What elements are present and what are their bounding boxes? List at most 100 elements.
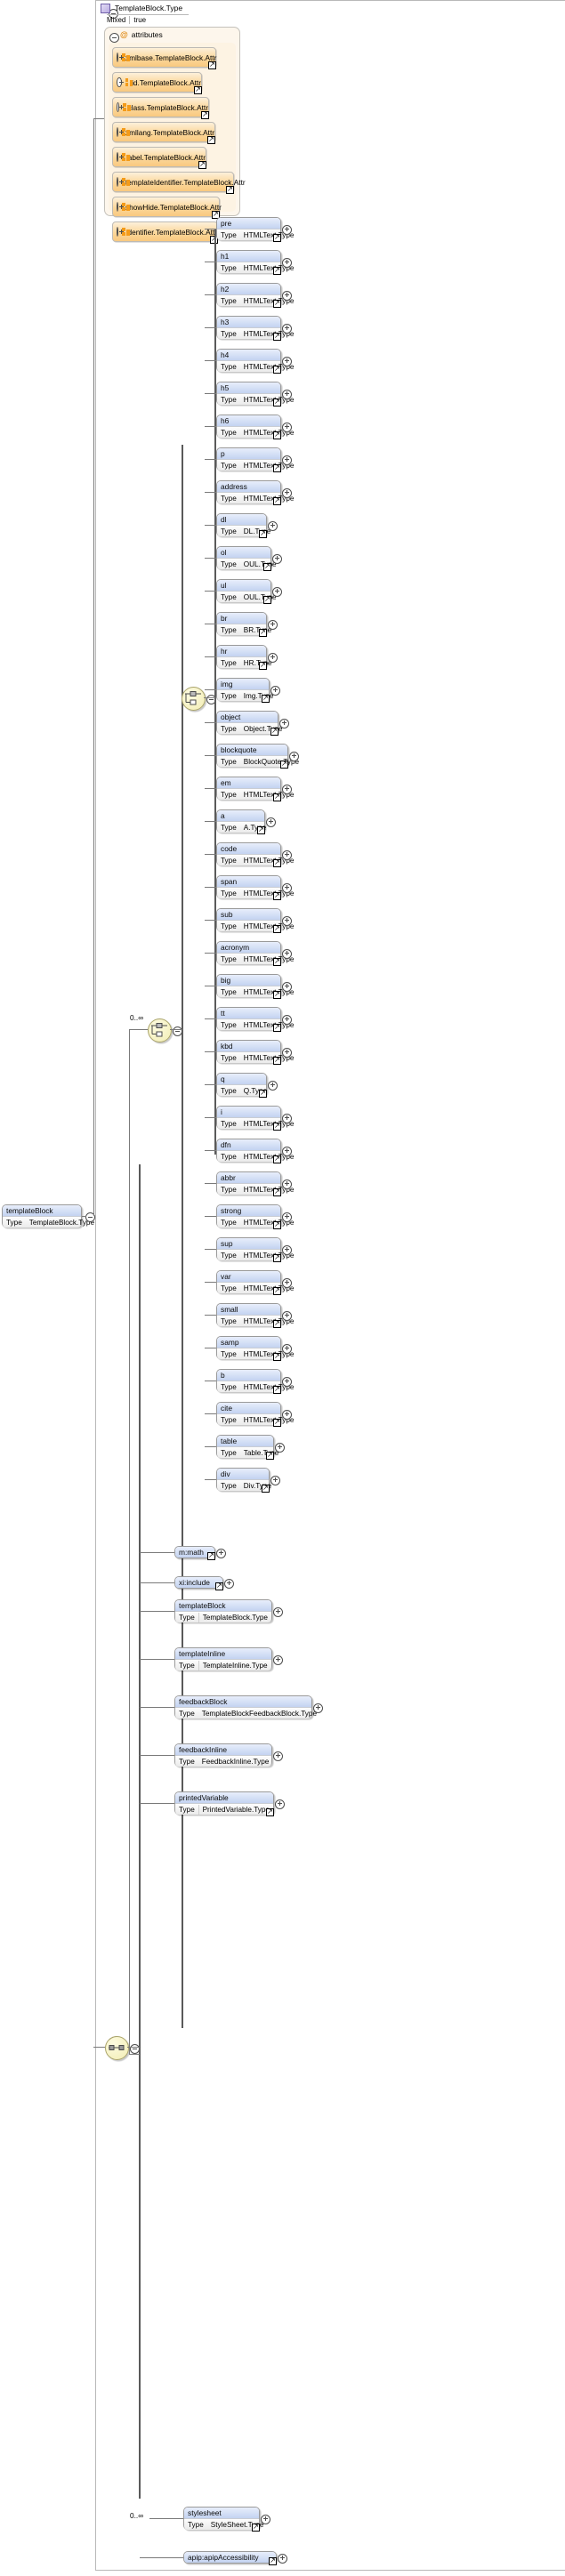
external-link-icon[interactable] [273, 1418, 281, 1427]
external-link-icon[interactable] [273, 891, 281, 900]
sequence-compositor-node[interactable] [105, 2036, 140, 2060]
external-link-icon[interactable] [273, 266, 281, 275]
expand-icon[interactable] [282, 948, 292, 959]
external-link-icon[interactable] [273, 924, 281, 933]
external-link-icon[interactable] [194, 85, 202, 94]
expand-icon[interactable] [282, 389, 292, 399]
external-link-icon[interactable] [207, 135, 215, 144]
expand-icon[interactable] [117, 77, 123, 87]
external-link-icon[interactable] [273, 365, 281, 374]
external-link-icon[interactable] [273, 299, 281, 308]
external-link-icon[interactable] [212, 210, 220, 219]
external-link-icon[interactable] [273, 793, 281, 801]
external-link-icon[interactable] [273, 1187, 281, 1196]
expand-icon[interactable] [282, 224, 292, 235]
expand-icon[interactable] [117, 52, 124, 62]
expand-icon[interactable] [224, 1578, 234, 1589]
expand-icon[interactable] [282, 784, 292, 794]
expand-icon[interactable] [313, 1703, 323, 1713]
external-link-icon[interactable] [201, 110, 209, 119]
external-link-icon[interactable] [273, 1155, 281, 1163]
attribute-row[interactable]: identifier.TemplateBlock.Attr [112, 221, 218, 244]
element-box-templateBlock-root[interactable]: templateBlock Type TemplateBlock.Type [2, 1204, 94, 1228]
attribute-row[interactable]: showHide.TemplateBlock.Attr [112, 197, 222, 219]
external-link-icon[interactable] [273, 1352, 281, 1361]
expand-icon[interactable] [282, 1310, 292, 1321]
external-link-icon[interactable] [266, 1451, 274, 1460]
expand-icon[interactable] [117, 127, 124, 137]
choice-compositor-node-inner[interactable] [182, 687, 216, 711]
external-link-icon[interactable] [273, 496, 281, 505]
expand-icon[interactable] [282, 1179, 292, 1189]
attribute-row[interactable]: id.TemplateBlock.Attr [112, 72, 202, 94]
external-link-icon[interactable] [208, 60, 216, 69]
external-link-icon[interactable] [210, 235, 218, 244]
external-link-icon[interactable] [207, 1551, 215, 1560]
expand-icon[interactable] [268, 652, 278, 663]
expand-icon[interactable] [282, 1277, 292, 1288]
external-link-icon[interactable] [273, 398, 281, 407]
expand-icon[interactable] [282, 290, 292, 301]
expand-icon[interactable] [282, 455, 292, 465]
expand-icon[interactable] [282, 422, 292, 432]
expand-icon[interactable] [273, 1654, 283, 1665]
external-link-icon[interactable] [259, 628, 267, 637]
external-link-icon[interactable] [226, 185, 234, 194]
external-link-icon[interactable] [266, 1807, 274, 1816]
external-link-icon[interactable] [273, 1056, 281, 1065]
external-link-icon[interactable] [273, 332, 281, 341]
external-link-icon[interactable] [198, 160, 206, 169]
expand-icon[interactable] [282, 1376, 292, 1387]
expand-icon[interactable] [117, 202, 124, 212]
external-link-icon[interactable] [252, 2523, 260, 2532]
expand-icon[interactable] [268, 520, 278, 531]
expand-icon[interactable] [282, 1146, 292, 1156]
attribute-row[interactable]: xmllang.TemplateBlock.Attr [112, 122, 215, 144]
external-link-icon[interactable] [273, 990, 281, 999]
external-link-icon[interactable] [259, 529, 267, 538]
attribute-row[interactable]: templateIdentifier.TemplateBlock.Attr [112, 172, 246, 194]
expand-icon[interactable] [282, 849, 292, 860]
expand-icon[interactable] [279, 718, 289, 729]
expand-icon[interactable] [282, 257, 292, 268]
element-box-xi-include[interactable]: xi:include [174, 1576, 234, 1590]
attribute-row[interactable]: label.TemplateBlock.Attr [112, 147, 206, 169]
expand-icon[interactable] [275, 1442, 285, 1453]
attribute-row[interactable]: class.TemplateBlock.Attr [112, 97, 209, 119]
external-link-icon[interactable] [273, 1023, 281, 1032]
external-link-icon[interactable] [273, 1122, 281, 1131]
external-link-icon[interactable] [273, 858, 281, 867]
expand-icon[interactable] [282, 1113, 292, 1123]
attribute-row[interactable]: xmlbase.TemplateBlock.Attr [112, 47, 216, 69]
expand-icon[interactable] [273, 1606, 283, 1617]
external-link-icon[interactable] [273, 463, 281, 472]
collapse-attributes-toggle-icon[interactable] [109, 33, 119, 43]
external-link-icon[interactable] [269, 2556, 277, 2565]
expand-icon[interactable] [282, 1244, 292, 1255]
external-link-icon[interactable] [262, 1484, 270, 1493]
